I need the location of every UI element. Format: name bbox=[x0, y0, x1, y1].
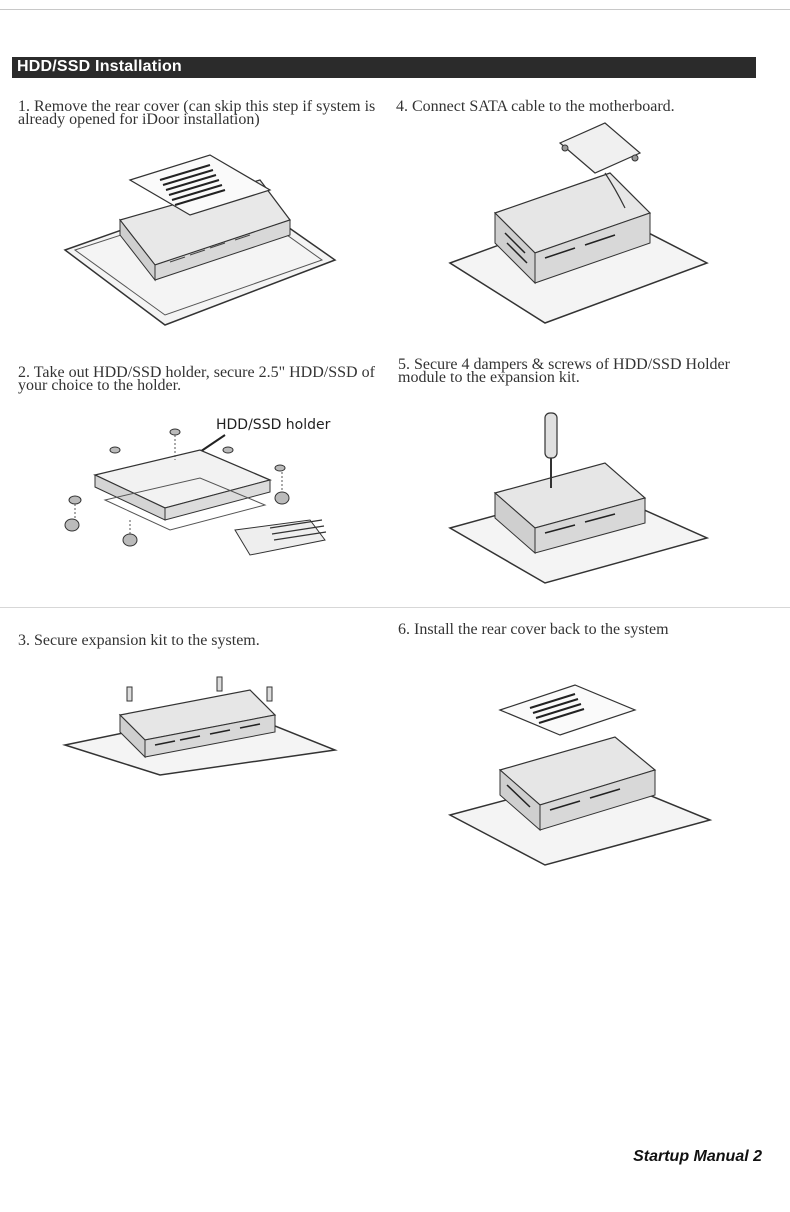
step-text: Secure expansion kit to the system. bbox=[34, 632, 260, 649]
step-6: 6. Install the rear cover back to the sy… bbox=[398, 621, 768, 638]
step-5-illustration bbox=[445, 408, 715, 588]
step-number: 5. bbox=[398, 356, 410, 373]
step-4: 4. Connect SATA cable to the motherboard… bbox=[396, 98, 766, 115]
step-1: 1. Remove the rear cover (can skip this … bbox=[18, 98, 378, 128]
top-rule bbox=[0, 9, 790, 10]
step-number: 6. bbox=[398, 621, 410, 638]
step-text: Secure 4 dampers & screws of HDD/SSD Hol… bbox=[398, 356, 730, 386]
step-number: 1. bbox=[18, 98, 30, 115]
step-number: 2. bbox=[18, 364, 30, 381]
step-6-illustration bbox=[445, 675, 720, 875]
step-text: Remove the rear cover (can skip this ste… bbox=[18, 98, 376, 128]
step-3: 3. Secure expansion kit to the system. bbox=[18, 632, 378, 649]
step-number: 3. bbox=[18, 632, 30, 649]
step-number: 4. bbox=[396, 98, 408, 115]
step-text: Take out HDD/SSD holder, secure 2.5" HDD… bbox=[18, 364, 375, 394]
step-3-illustration bbox=[60, 675, 345, 785]
step-text: Install the rear cover back to the syste… bbox=[414, 621, 669, 638]
section-header: HDD/SSD Installation bbox=[12, 57, 756, 78]
hdd-holder-label: HDD/SSD holder bbox=[216, 417, 331, 433]
step-1-illustration bbox=[60, 150, 345, 340]
step-2-illustration bbox=[60, 420, 345, 580]
step-text: Connect SATA cable to the motherboard. bbox=[412, 98, 675, 115]
step-5: 5. Secure 4 dampers & screws of HDD/SSD … bbox=[398, 356, 768, 386]
page-footer: Startup Manual 2 bbox=[633, 1148, 762, 1165]
section-title: HDD/SSD Installation bbox=[17, 58, 182, 75]
step-4-illustration bbox=[445, 118, 715, 343]
section-divider bbox=[0, 607, 790, 608]
step-2: 2. Take out HDD/SSD holder, secure 2.5" … bbox=[18, 364, 378, 394]
